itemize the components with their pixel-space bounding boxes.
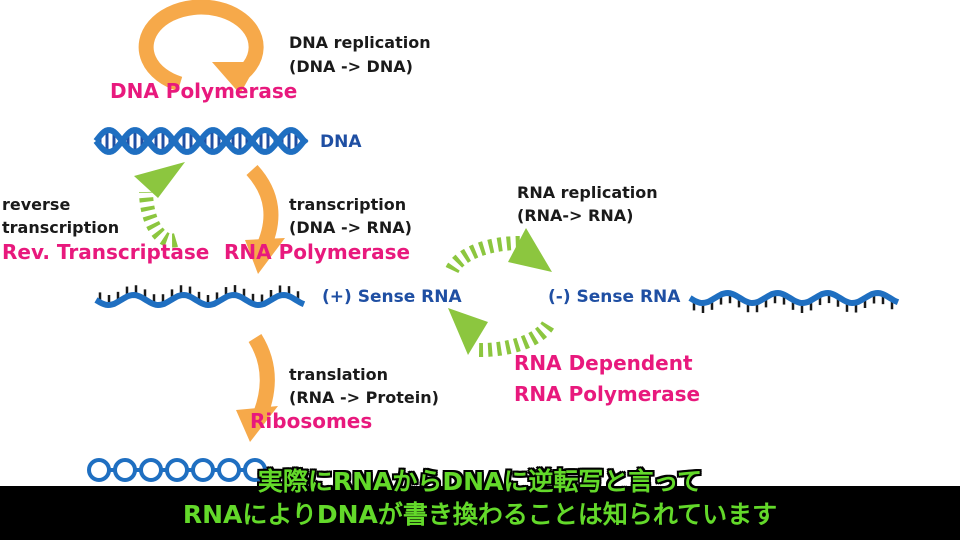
- label-ribosomes: Ribosomes: [250, 409, 372, 433]
- plus-sense-rna-strand: [94, 285, 306, 309]
- amino-acid-bead: [113, 458, 137, 482]
- amino-acid-bead: [87, 458, 111, 482]
- amino-acid-bead: [139, 458, 163, 482]
- amino-acid-bead: [217, 458, 241, 482]
- translation-arrow: [236, 334, 278, 442]
- dna-double-helix: [93, 127, 309, 155]
- label-dna-polymerase: DNA Polymerase: [110, 79, 297, 103]
- label-rna-dependent: RNA Dependent: [514, 351, 693, 375]
- rna-dependent-polymerase-arrow: [448, 308, 555, 358]
- label-rna-replication-detail: (RNA-> RNA): [517, 206, 633, 225]
- dna-replication-arrow: [138, 0, 264, 94]
- label-rna-replication: RNA replication: [517, 183, 658, 202]
- label-minus-sense-rna: (-) Sense RNA: [548, 287, 681, 307]
- label-rev-transcriptase: Rev. Transcriptase: [2, 240, 209, 264]
- reverse-transcription-arrow: [134, 162, 185, 248]
- amino-acid-bead: [191, 458, 215, 482]
- transcription-arrow: [245, 164, 285, 274]
- protein-chain: [87, 458, 267, 482]
- subtitle-bar: [0, 486, 960, 540]
- label-transcription: transcription: [289, 195, 406, 214]
- label-translation: translation: [289, 365, 388, 384]
- label-reverse: reverse: [2, 195, 70, 214]
- subtitle-line-2: RNAによりDNAが書き換わることは知られています: [182, 500, 778, 529]
- label-translation-detail: (RNA -> Protein): [289, 388, 439, 407]
- label-dna-replication: DNA replication: [289, 33, 431, 52]
- label-reverse-transcription: transcription: [2, 218, 119, 237]
- label-transcription-detail: (DNA -> RNA): [289, 218, 412, 237]
- rna-replication-arrow: [445, 228, 552, 274]
- label-plus-sense-rna: (+) Sense RNA: [322, 287, 462, 307]
- minus-sense-rna-strand: [688, 289, 900, 313]
- label-dna-replication-detail: (DNA -> DNA): [289, 57, 413, 76]
- label-dna: DNA: [320, 132, 362, 152]
- label-rna-dependent-polymerase: RNA Polymerase: [514, 382, 700, 406]
- subtitle-line-1: 実際にRNAからDNAに逆転写と言って: [257, 467, 703, 496]
- label-rna-polymerase: RNA Polymerase: [224, 240, 410, 264]
- amino-acid-bead: [165, 458, 189, 482]
- amino-acid-bead: [243, 458, 267, 482]
